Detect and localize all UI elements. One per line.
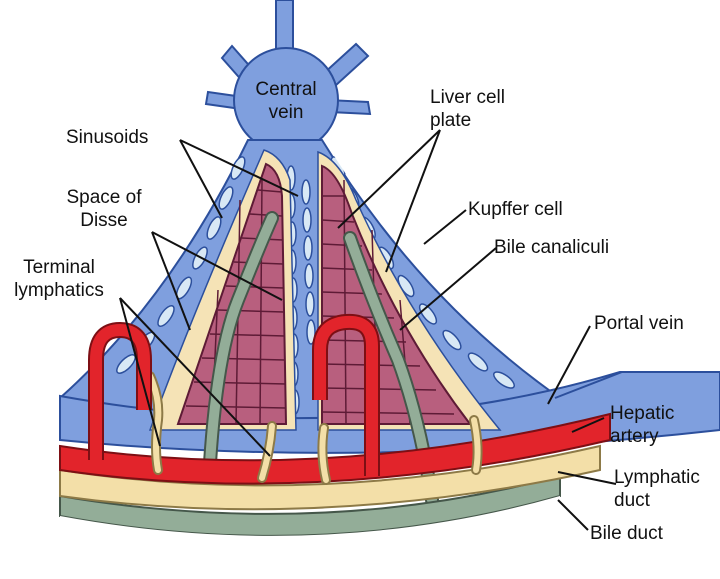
lymphatic-duct-band <box>59 444 601 511</box>
leader-lines <box>119 129 617 531</box>
label-sinusoids: Sinusoids <box>66 127 149 148</box>
label-hepatic-artery: Hepatic artery <box>610 402 674 448</box>
label-liver-cell-plate-line1: Liver cell <box>430 87 505 108</box>
label-liver-cell-plate-line2: plate <box>430 110 472 131</box>
label-bile-duct: Bile duct <box>590 523 663 544</box>
label-hepatic-artery-line1: Hepatic <box>610 403 675 424</box>
label-portal-vein: Portal vein <box>594 313 684 334</box>
label-space-of-disse-line1: Space of <box>66 187 142 208</box>
label-central-vein-line2: vein <box>268 102 304 123</box>
label-space-of-disse-line2: Disse <box>80 210 128 231</box>
label-central-vein-line1: Central <box>255 79 317 100</box>
label-lymphatic-duct-line1: Lymphatic <box>614 467 700 488</box>
label-space-of-disse: Space of Disse <box>50 186 158 232</box>
label-bile-canaliculi: Bile canaliculi <box>494 237 610 258</box>
label-kupffer-cell: Kupffer cell <box>468 199 563 220</box>
label-liver-cell-plate: Liver cell plate <box>430 86 505 132</box>
label-terminal-lymphatics-line2: lymphatics <box>14 280 104 301</box>
liver-cell-plate-left <box>176 162 288 425</box>
label-lymphatic-duct: Lymphatic duct <box>614 466 700 512</box>
label-lymphatic-duct-line2: duct <box>614 490 650 511</box>
label-hepatic-artery-line2: artery <box>610 426 659 447</box>
label-terminal-lymphatics: Terminal lymphatics <box>0 256 118 302</box>
label-terminal-lymphatics-line1: Terminal <box>23 257 95 278</box>
label-central-vein: Central vein <box>240 78 332 124</box>
